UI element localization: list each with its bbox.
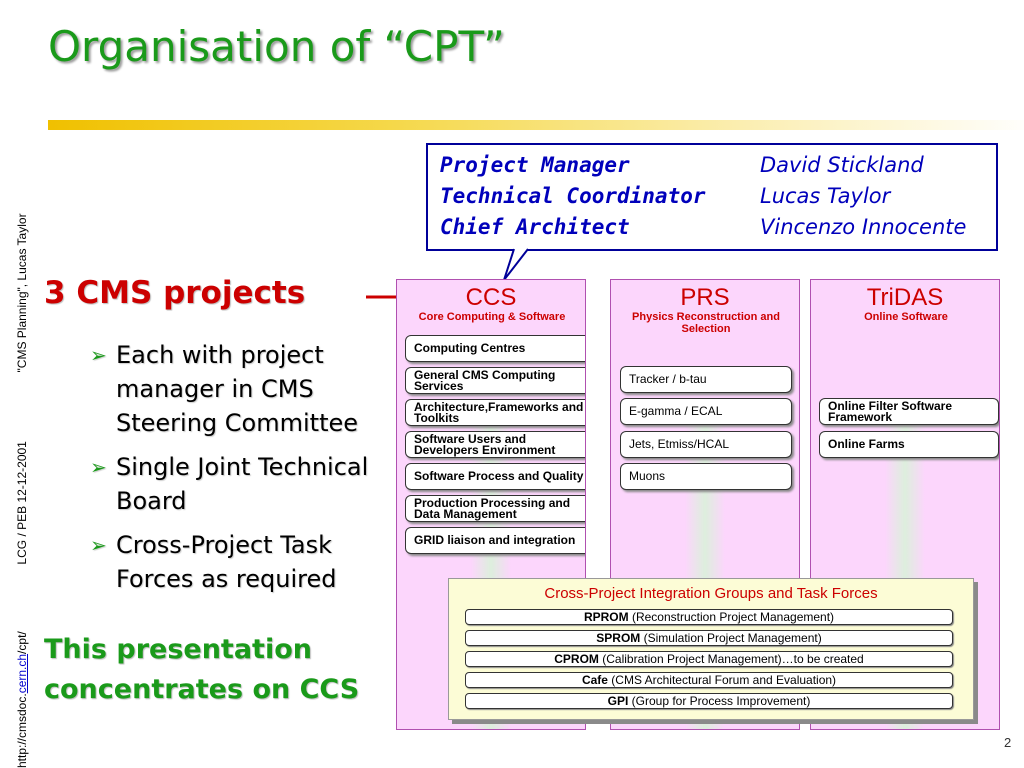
person-name: Lucas Taylor xyxy=(760,184,891,208)
slide-title: Organisation of “CPT” xyxy=(48,22,505,71)
ccs-item: Production Processing and Data Managemen… xyxy=(405,495,585,522)
cross-project-desc: (Group for Process Improvement) xyxy=(631,694,811,708)
sidebar-url-prefix: http://cmsdoc. xyxy=(15,693,29,768)
cross-project-abbr: RPROM xyxy=(583,610,629,624)
ccs-item: GRID liaison and integration xyxy=(405,527,585,554)
management-row: Technical Coordinator Lucas Taylor xyxy=(440,184,890,216)
management-row: Chief Architect Vincenzo Innocente xyxy=(440,215,966,247)
cross-project-item: Cafe (CMS Architectural Forum and Evalua… xyxy=(465,672,953,688)
column-title: CCS xyxy=(465,284,517,311)
cross-project-abbr: GPI xyxy=(607,694,629,708)
title-underline xyxy=(48,120,1024,130)
conclusion-line: This presentation xyxy=(44,634,312,665)
cross-project-desc: (Simulation Project Management) xyxy=(643,631,822,645)
role-label: Technical Coordinator xyxy=(440,184,706,208)
tridas-item: Online Filter Software Framework xyxy=(819,398,999,425)
cross-project-panel: Cross-Project Integration Groups and Tas… xyxy=(448,578,974,720)
ccs-item: Software Process and Quality xyxy=(405,463,585,490)
cross-project-item: SPROM (Simulation Project Management) xyxy=(465,630,953,646)
column-ccs: CCS Core Computing & Software Computing … xyxy=(396,279,586,730)
bullet-arrow-icon: ➢ xyxy=(90,343,107,367)
projects-heading: 3 CMS projects xyxy=(44,275,306,311)
bullet-arrow-icon: ➢ xyxy=(90,533,107,557)
management-row: Project Manager David Stickland xyxy=(440,153,924,185)
sidebar-url-link[interactable]: cern.ch xyxy=(15,653,29,694)
conclusion-text: This presentation concentrates on CCS xyxy=(44,630,359,710)
sidebar-url-suffix: /cpt/ xyxy=(15,631,29,654)
column-subtitle: Physics Reconstruction and Selection xyxy=(632,311,780,335)
prs-item: Muons xyxy=(620,463,792,490)
sidebar-footer: "CMS Planning", Lucas Taylor xyxy=(15,213,29,373)
sidebar-vertical: http://cmsdoc.cern.ch/cpt/ LCG / PEB 12-… xyxy=(0,100,30,768)
bullet-item: ➢ Each with project manager in CMS Steeri… xyxy=(90,338,390,440)
bullet-text: Each with project manager in CMS Steerin… xyxy=(116,341,359,437)
tridas-item: Online Farms xyxy=(819,431,999,458)
conclusion-line: concentrates on CCS xyxy=(44,674,360,705)
person-name: Vincenzo Innocente xyxy=(760,215,967,239)
ccs-item: Computing Centres xyxy=(405,335,585,362)
prs-item: Jets, Etmiss/HCAL xyxy=(620,431,792,458)
project-bullets: ➢ Each with project manager in CMS Steeri… xyxy=(90,338,390,606)
cross-project-title: Cross-Project Integration Groups and Tas… xyxy=(544,585,878,602)
prs-item: E-gamma / ECAL xyxy=(620,398,792,425)
bullet-arrow-icon: ➢ xyxy=(90,455,107,479)
cross-project-item: RPROM (Reconstruction Project Management… xyxy=(465,609,953,625)
page-number: 2 xyxy=(1004,735,1012,750)
ccs-item: Software Users and Developers Environmen… xyxy=(405,431,585,458)
management-callout: Project Manager David Stickland Technical… xyxy=(426,143,998,251)
ccs-item: General CMS Computing Services xyxy=(405,367,585,394)
role-label: Project Manager xyxy=(440,153,630,177)
cross-project-desc: (Calibration Project Management)…to be c… xyxy=(602,652,864,666)
cross-project-desc: (Reconstruction Project Management) xyxy=(631,610,835,624)
cross-project-abbr: CPROM xyxy=(554,652,599,666)
cross-project-item: CPROM (Calibration Project Management)…t… xyxy=(465,651,953,667)
role-label: Chief Architect xyxy=(440,215,630,239)
cross-project-abbr: Cafe xyxy=(581,673,608,687)
bullet-text: Single Joint Technical Board xyxy=(116,453,369,515)
prs-item: Tracker / b-tau xyxy=(620,366,792,393)
column-title: PRS xyxy=(680,284,730,311)
bullet-item: ➢ Single Joint Technical Board xyxy=(90,450,390,518)
callout-pointer xyxy=(503,248,529,281)
bullet-text: Cross-Project Task Forces as required xyxy=(116,531,337,593)
sidebar-text: http://cmsdoc.cern.ch/cpt/ LCG / PEB 12-… xyxy=(15,213,29,768)
cross-project-abbr: SPROM xyxy=(596,631,641,645)
cross-project-item: GPI (Group for Process Improvement) xyxy=(465,693,953,709)
cross-project-desc: (CMS Architectural Forum and Evaluation) xyxy=(611,673,837,687)
column-subtitle: Core Computing & Software xyxy=(418,311,566,323)
bullet-item: ➢ Cross-Project Task Forces as required xyxy=(90,528,390,596)
sidebar-meta: LCG / PEB 12-12-2001 xyxy=(15,441,29,565)
person-name: David Stickland xyxy=(760,153,924,177)
column-subtitle: Online Software xyxy=(864,311,948,323)
ccs-item: Architecture,Frameworks and Toolkits xyxy=(405,399,585,426)
column-title: TriDAS xyxy=(866,284,944,311)
